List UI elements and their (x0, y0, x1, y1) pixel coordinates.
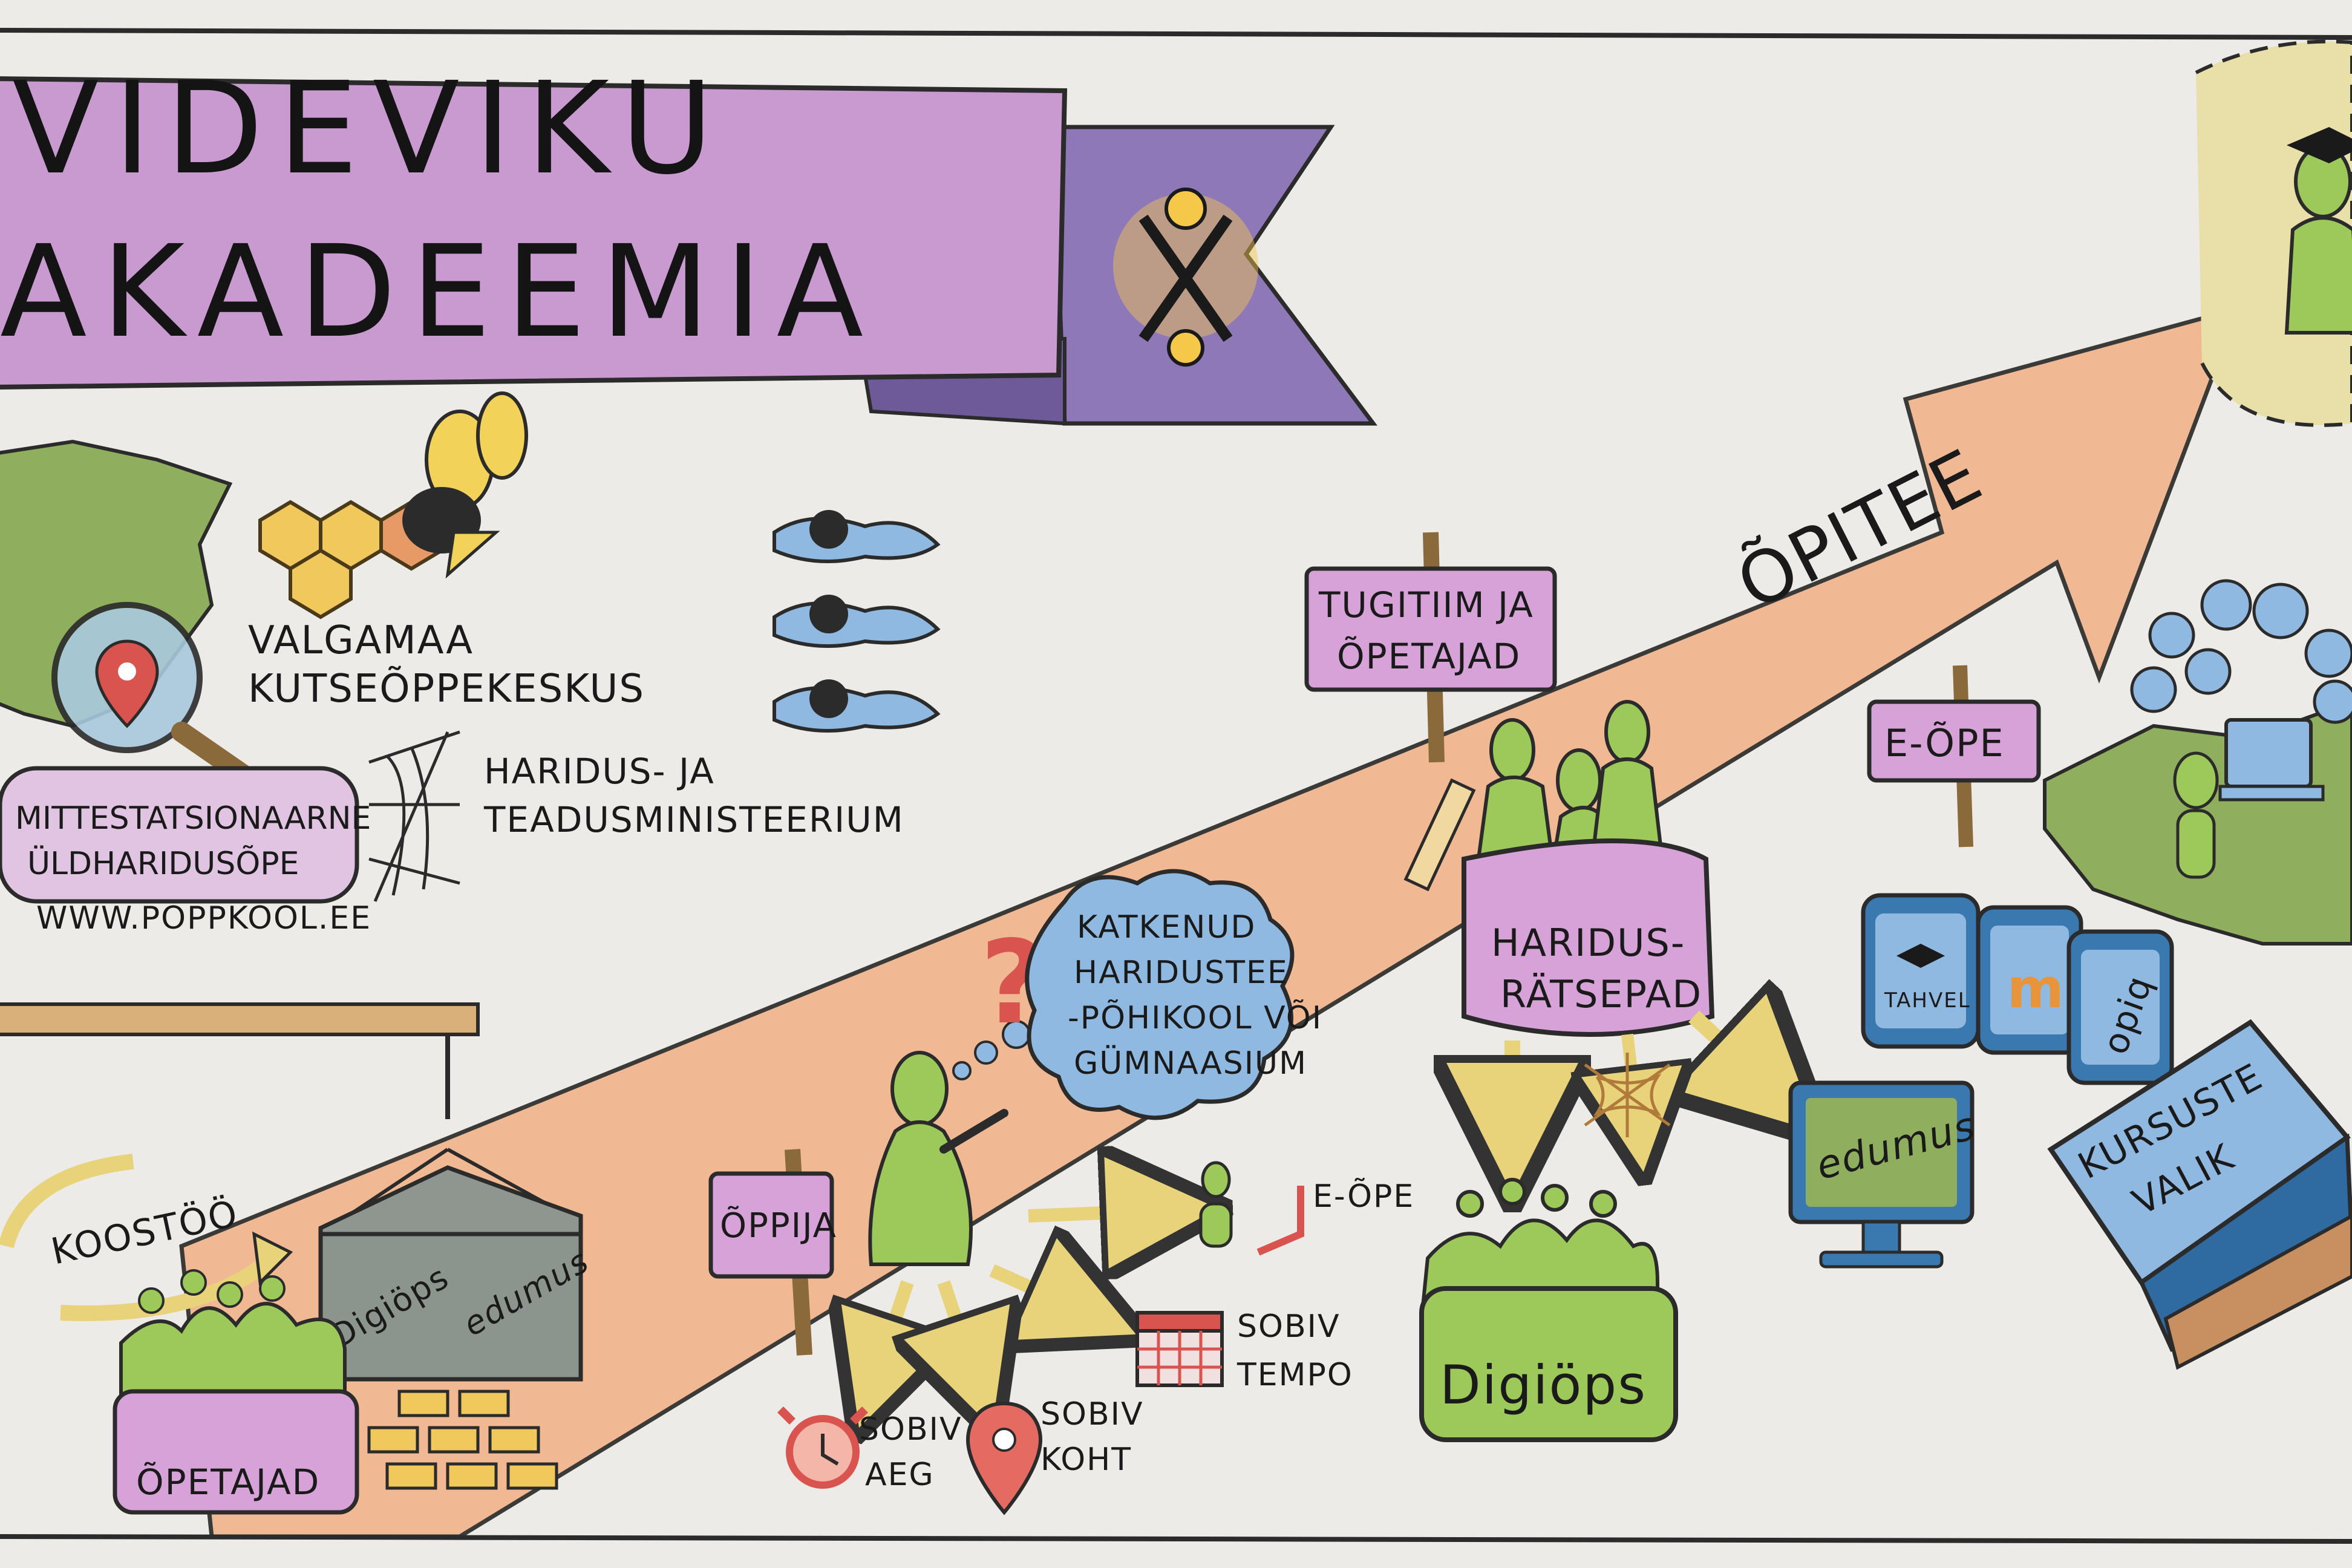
arrow-to-aeg (871, 1280, 907, 1391)
opiq-tablet (2066, 929, 2174, 1085)
ruler-icon (1403, 778, 1476, 892)
title-line2: AKADEEMIA (0, 218, 878, 366)
koostoo-arrow-bottom (60, 1252, 278, 1321)
opetajad-label: ÕPETAJAD (136, 1462, 320, 1503)
spider-web-icon (368, 730, 460, 902)
mittestatsionaarne-line2: ÜLDHARIDUSÕPE (27, 845, 299, 882)
kutseoppekeskus-line2: KUTSEÕPPEKESKUS (248, 666, 645, 711)
location-pin-center (992, 1428, 1016, 1452)
estonian-lions-icon (773, 510, 941, 733)
katkenud-line2: HARIDUSTEE (1074, 955, 1289, 991)
honeycomb-icon (258, 500, 443, 619)
tugitiim-line2: ÕPETAJAD (1337, 636, 1521, 677)
moodle-tablet (1976, 905, 2083, 1055)
thought-dot-2 (974, 1040, 998, 1065)
kursuste-book-icon (2047, 1019, 2352, 1370)
opetajad-base (113, 1389, 359, 1515)
koostoo-arrow-top (0, 1154, 134, 1249)
ratsepad-line2: RÄTSEPAD (1500, 972, 1702, 1016)
oppija-sign (708, 1171, 834, 1279)
bricks-icon (367, 1390, 558, 1490)
sobiv-koht-line2: KOHT (1040, 1442, 1132, 1478)
location-pin-icon (965, 1401, 1043, 1515)
title-line1: VIDEVIKU (12, 54, 728, 203)
title-banner: VIDEVIKU AKADEEMIA (0, 54, 1377, 426)
top-border-line (0, 28, 2352, 40)
bee-icon (402, 391, 528, 579)
mittestatsionaarne-box (0, 766, 359, 904)
koostoo-arrow-head (252, 1231, 293, 1286)
moodle-label: m (2007, 957, 2064, 1021)
learner-figure-icon (868, 1051, 1008, 1266)
edumus-monitor-icon (1788, 1080, 1975, 1269)
arrow-to-edumus (1694, 1016, 1785, 1101)
e-ope-sign (1867, 699, 2041, 783)
katkenud-line4: GÜMNAASIUM (1074, 1045, 1307, 1082)
opetajad-group-icon (119, 1269, 347, 1399)
arrow-to-e-ope (1028, 1210, 1180, 1216)
arrow-to-tempo (989, 1270, 1101, 1319)
arrow-to-web (1627, 1033, 1639, 1137)
poppkool-website: WWW.POPPKOOL.EE (36, 900, 371, 936)
e-ope-small-label: E-ÕPE (1313, 1178, 1414, 1215)
e-ope-sign-label: E-ÕPE (1884, 721, 2005, 765)
calendar-icon (1135, 1311, 1224, 1387)
graduate-figure-icon (2284, 127, 2352, 335)
mittestatsionaarne-line1: MITTESTATSIONAARNE (15, 800, 371, 837)
laptop-person-icon (2173, 718, 2325, 879)
learning-icons-cluster (2130, 579, 2352, 724)
tugitiim-line1: TUGITIIM JA (1318, 584, 1534, 626)
tahvel-tablet (1861, 893, 1981, 1049)
katkenud-line3: -PÕHIKOOL VÕI (1068, 999, 1322, 1036)
crate-box (318, 1232, 583, 1382)
kutseoppekeskus-line1: VALGAMAA (248, 618, 474, 663)
magnifier-icon (51, 602, 270, 797)
alarm-clock-icon (777, 1406, 868, 1489)
ratsepad-line1: HARIDUS- (1491, 921, 1685, 965)
sobiv-koht-line1: SOBIV (1040, 1396, 1144, 1432)
digiops-label: Digiöps (1440, 1354, 1647, 1416)
sobiv-tempo-line1: SOBIV (1237, 1308, 1341, 1345)
e-ope-learner-icon (1199, 1161, 1304, 1256)
academy-logo-icon (1113, 188, 1258, 367)
katkenud-cloud (1025, 869, 1295, 1120)
small-spider-web-icon (1584, 1053, 1671, 1137)
crane-plank (0, 1002, 480, 1036)
ministeerium-line1: HARIDUS- JA (484, 751, 715, 792)
oppija-label: ÕPPIJA (720, 1206, 837, 1246)
ministeerium-line2: TEADUSMINISTEERIUM (483, 799, 904, 840)
katkenud-line1: KATKENUD (1077, 909, 1256, 946)
arrow-to-koht (944, 1280, 980, 1391)
tugitiim-sign (1304, 566, 1557, 692)
sobiv-aeg-line1: SOBIV (859, 1411, 962, 1448)
tahvel-label: TAHVEL (1884, 988, 1971, 1013)
thought-dot-1 (952, 1061, 972, 1080)
digiops-base (1419, 1286, 1678, 1442)
sobiv-aeg-line2: AEG (865, 1457, 935, 1493)
sobiv-tempo-line2: TEMPO (1236, 1357, 1353, 1393)
